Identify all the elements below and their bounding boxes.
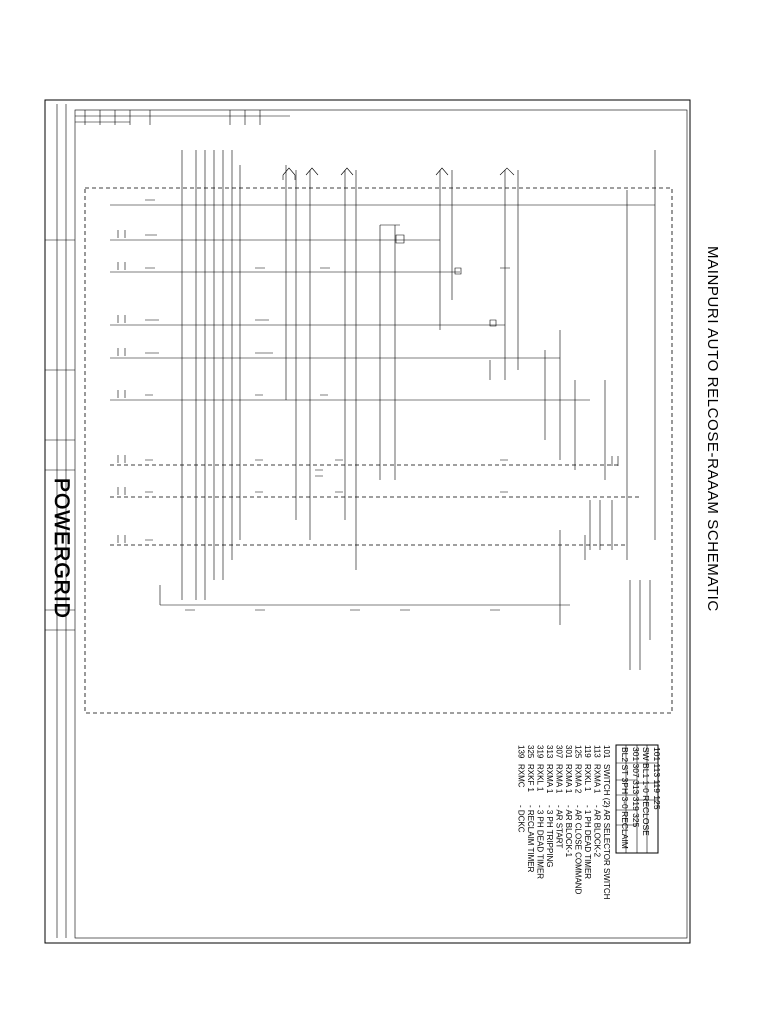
device-description: - AR SELECTOR SWITCH (602, 805, 611, 900)
device-name: SWITCH (2) (602, 764, 611, 808)
device-description: - AR CLOSE COMMAND (574, 805, 583, 895)
outer-frame (44, 99, 691, 944)
device-name: RXMC (517, 764, 526, 788)
drawing-title: MAINPURI AUTO RELCOSE-RAAAM SCHEMATIC (704, 246, 721, 612)
panel-boundary (84, 187, 673, 714)
device-name: RXKF 1 (526, 764, 535, 793)
device-description: - 1 PH DEAD TIMER (583, 805, 592, 879)
device-name: RXMA 1 (593, 764, 602, 794)
device-code: 313 (545, 745, 554, 759)
revision-strip (75, 110, 290, 125)
device-description: - AR START (555, 805, 564, 848)
company-name: POWERGRID (50, 478, 73, 619)
device-name: RXMA 1 (555, 764, 564, 794)
legend-row: 101 113 119 125 (652, 747, 662, 810)
device-code: 301 (564, 745, 573, 759)
legend-row: SW BL1 1-0 RECLOSE (641, 747, 651, 836)
device-code: 113 (593, 745, 602, 758)
device-code: 101 (602, 745, 611, 759)
device-description: - DCKC (517, 805, 526, 833)
legend-table (615, 744, 659, 854)
device-code: 139 (517, 745, 526, 759)
device-code: 325 (526, 745, 535, 759)
inner-frame (74, 109, 688, 939)
device-code: 307 (555, 745, 564, 759)
device-name: RXMA 2 (574, 764, 583, 794)
left-title-strip (45, 104, 75, 938)
legend-row: 301 307 313 319 325 (631, 747, 641, 828)
device-description: - 3 PH DEAD TIMER (536, 805, 545, 879)
device-name: RXKL 1 (536, 764, 545, 792)
device-name: RXMA 1 (545, 764, 554, 794)
device-description: - RECLAIM TIMER (526, 805, 535, 873)
device-description: - AR BLOCK-1 (564, 805, 573, 858)
device-code: 119 (583, 745, 592, 758)
device-code: 319 (536, 745, 545, 759)
device-name: RXKL 1 (583, 764, 592, 792)
wiring-diagram (110, 150, 656, 670)
device-name: RXMA 1 (564, 764, 573, 794)
device-description: - AR BLOCK-2 (593, 805, 602, 858)
legend-row: BL2 ST 3PH 3-0 RECLAIM (620, 747, 630, 849)
device-code: 125 (574, 745, 583, 759)
device-description: - 3 PH TRIPPING (545, 805, 554, 868)
